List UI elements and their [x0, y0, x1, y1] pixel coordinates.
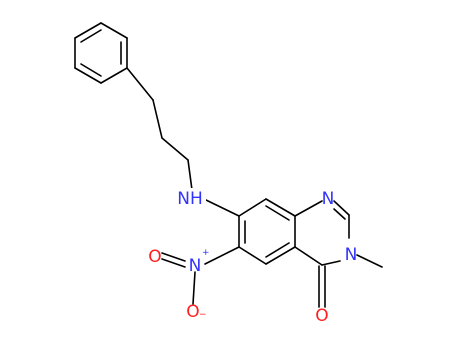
bond — [294, 200, 323, 217]
phenyl-ring — [74, 22, 128, 84]
plus-charge-icon: + — [202, 248, 210, 258]
bond-nh-c7 — [205, 199, 240, 217]
bond — [265, 198, 296, 217]
double-bond-inner — [80, 29, 102, 43]
bond — [192, 271, 196, 305]
label-bg — [174, 188, 206, 210]
double-bond-inner — [265, 242, 290, 258]
double-bond-inner — [265, 205, 290, 221]
ring-n3-label: N — [345, 245, 358, 265]
pyrimidinone-ring — [294, 200, 383, 268]
bond — [187, 159, 193, 191]
bond — [100, 22, 128, 39]
bond — [333, 200, 350, 216]
bond — [100, 67, 128, 84]
minus-charge-icon: − — [199, 310, 207, 320]
nitro-n-label: N — [189, 256, 202, 276]
nitro-o1-label: O — [148, 247, 161, 267]
nitro-o2-label: O — [186, 302, 199, 322]
bond — [161, 258, 186, 268]
bond-methyl — [356, 254, 383, 268]
carbonyl-group — [318, 265, 326, 308]
bond — [321, 260, 341, 266]
ring-n1-label: N — [322, 189, 335, 209]
bond — [152, 99, 163, 139]
bond — [161, 252, 186, 262]
nitro-group — [161, 246, 240, 305]
amine-nh-label: NH — [177, 189, 203, 209]
bond — [161, 137, 189, 161]
propyl-chain — [126, 67, 193, 191]
bond — [238, 198, 267, 217]
bond — [204, 246, 240, 265]
bond — [126, 67, 154, 101]
atom-labels: NH N N N O O O — [148, 188, 357, 326]
double-bond-inner — [333, 208, 346, 220]
carbonyl-o-label: O — [315, 306, 328, 326]
bond — [294, 246, 323, 266]
benzo-ring — [238, 198, 296, 265]
bond — [74, 67, 102, 84]
bond — [265, 246, 296, 265]
double-bond-inner — [80, 63, 102, 77]
bond — [74, 22, 102, 39]
bond — [238, 246, 267, 265]
